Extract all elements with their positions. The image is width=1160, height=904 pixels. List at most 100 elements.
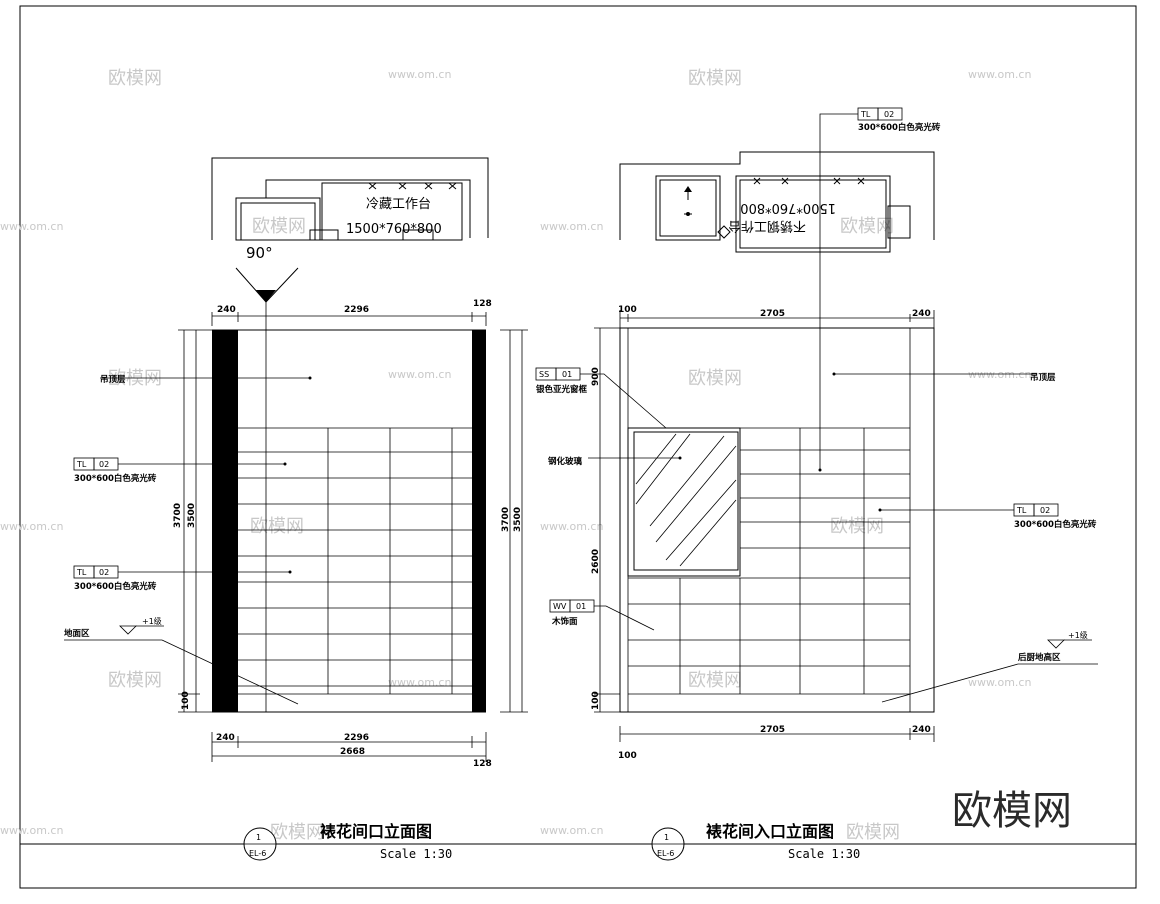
left-scale: Scale 1:30 — [380, 847, 452, 861]
left-elevation-body: 240 2296 128 3700 3500 100 3700 3500 — [173, 299, 528, 769]
watermark-url: www.om.cn — [0, 220, 63, 233]
right-scale: Scale 1:30 — [788, 847, 860, 861]
left-annotations: 吊顶层 TL 02 300*600白色亮光砖 TL 02 300*600白色亮光… — [64, 375, 312, 705]
right-elevation-body: 100 2705 240 2600 900 100 2705 240 100 — [591, 305, 935, 761]
right-plan-label: 不锈钢工作台 — [728, 218, 806, 233]
watermark-brand: 欧模网 — [688, 368, 742, 389]
watermark-brand: 欧模网 — [270, 822, 324, 843]
watermark-brand: 欧模网 — [108, 368, 162, 389]
watermark-url: www.om.cn — [0, 520, 63, 533]
window-frame — [627, 427, 741, 577]
dim-bottom-right: 128 — [473, 759, 492, 769]
left-tile-grid — [238, 427, 472, 695]
note-ss-desc: 银色亚光窗框 — [535, 384, 588, 395]
view-arrow-icon — [256, 290, 276, 302]
callout-ref: EL-6 — [249, 849, 266, 858]
left-plan-label: 冷藏工作台 — [366, 197, 431, 212]
right-plan-view: 1500*760*800 不锈钢工作台 — [619, 151, 935, 253]
note-tl-top-desc: 300*600白色亮光砖 — [858, 122, 941, 133]
dim-left-base: 100 — [181, 691, 191, 710]
right-annotations: TL 02 300*600白色亮光砖 SS 01 银色亚光窗框 钢化玻璃 吊顶层… — [535, 107, 1098, 703]
watermark-url: www.om.cn — [968, 68, 1031, 81]
plan-fixture-marks — [753, 177, 865, 185]
dim-bottom-mid: 2705 — [760, 725, 785, 735]
watermark-brand: 欧模网 — [688, 670, 742, 691]
dim-height: 2600 — [591, 549, 601, 574]
dim-bottom-left: 240 — [216, 733, 235, 743]
dim-left-inner: 3500 — [187, 503, 197, 528]
watermark-url: www.om.cn — [388, 676, 451, 689]
note-floor: 后厨地高区 — [1018, 652, 1061, 663]
dim-bottom-mid: 2296 — [344, 733, 369, 743]
watermark-brand: 欧模网 — [846, 822, 900, 843]
dim-base: 100 — [591, 691, 601, 710]
left-elevation-title: 裱花间口立面图 — [320, 822, 432, 841]
tag-wv-code: WV — [553, 602, 567, 611]
watermark-url: www.om.cn — [540, 520, 603, 533]
right-plan-dims: 1500*760*800 — [740, 200, 836, 215]
callout-num: 1 — [664, 833, 669, 842]
note-floor: 地面区 — [64, 628, 90, 639]
dim-right-inner: 3500 — [513, 507, 523, 532]
watermark-url: www.om.cn — [0, 824, 63, 837]
right-title-block: 1 EL-6 裱花间入口立面图 Scale 1:30 — [651, 822, 860, 861]
tag-tl-right-code: TL — [1016, 506, 1027, 515]
watermark-brand: 欧模网 — [252, 216, 306, 237]
note-tl-right-desc: 300*600白色亮光砖 — [1014, 519, 1097, 530]
watermark-brand: 欧模网 — [830, 516, 884, 537]
brand-logo: 欧模网 — [952, 788, 1072, 834]
dim-top-small: 900 — [591, 367, 601, 386]
level-marker-icon — [1047, 639, 1065, 649]
watermark-brand: 欧模网 — [688, 68, 742, 89]
watermarks: 欧模网 www.om.cn 欧模网 www.om.cn 欧模网 www.om.c… — [0, 68, 1031, 843]
left-title-block: 1 EL-6 裱花间口立面图 Scale 1:30 — [243, 822, 452, 861]
watermark-url: www.om.cn — [968, 676, 1031, 689]
tag-tile2-num: 02 — [99, 568, 109, 577]
dim-top-right: 128 — [473, 299, 492, 309]
dim-top-left: 100 — [618, 305, 637, 315]
tag-tile1-num: 02 — [99, 460, 109, 469]
right-tile-grid — [628, 427, 910, 695]
level-marker-icon — [119, 625, 137, 635]
note-ceiling: 吊顶层 — [100, 375, 126, 385]
left-plan-view: 冷藏工作台 1500*760*800 90° — [211, 157, 489, 712]
tag-ss-num: 01 — [562, 370, 572, 379]
tag-wv-num: 01 — [576, 602, 586, 611]
watermark-brand: 欧模网 — [108, 68, 162, 89]
watermark-brand: 欧模网 — [250, 516, 304, 537]
watermark-url: www.om.cn — [540, 220, 603, 233]
tag-ss-code: SS — [539, 370, 549, 379]
left-elevation: 冷藏工作台 1500*760*800 90° — [64, 157, 528, 861]
watermark-url: www.om.cn — [968, 368, 1031, 381]
glass-hatch — [635, 433, 737, 567]
note-level: +1级 — [142, 616, 162, 626]
dim-top-left: 240 — [217, 305, 236, 315]
note-level: +1级 — [1068, 630, 1088, 640]
dim-top-right: 240 — [912, 309, 931, 319]
callout-ref: EL-6 — [657, 849, 674, 858]
callout-num: 1 — [256, 833, 261, 842]
dim-top-mid: 2296 — [344, 305, 369, 315]
watermark-url: www.om.cn — [388, 368, 451, 381]
left-plan-dims: 1500*760*800 — [346, 222, 442, 237]
dim-bottom-total: 2668 — [340, 747, 365, 757]
tag-tl-right-num: 02 — [1040, 506, 1050, 515]
dim-left-outer: 3700 — [173, 503, 183, 528]
dim-right-outer: 3700 — [501, 507, 511, 532]
watermark-url: www.om.cn — [540, 824, 603, 837]
right-elevation: 1500*760*800 不锈钢工作台 — [535, 107, 1098, 861]
dim-top-mid: 2705 — [760, 309, 785, 319]
note-tile2-desc: 300*600白色亮光砖 — [74, 581, 157, 592]
note-tile1-desc: 300*600白色亮光砖 — [74, 473, 157, 484]
watermark-brand: 欧模网 — [108, 670, 162, 691]
tag-tile1-code: TL — [76, 460, 87, 469]
note-glass: 钢化玻璃 — [548, 456, 583, 467]
dim-bottom-right: 240 — [912, 725, 931, 735]
note-wv-desc: 木饰面 — [551, 616, 578, 627]
dim-bottom-left: 100 — [618, 751, 637, 761]
tag-tl-top-code: TL — [860, 110, 871, 119]
right-elevation-title: 裱花间入口立面图 — [706, 822, 834, 841]
sheet-border — [19, 5, 1137, 889]
door-arrow-icon — [684, 186, 692, 192]
window-glass — [633, 431, 739, 571]
